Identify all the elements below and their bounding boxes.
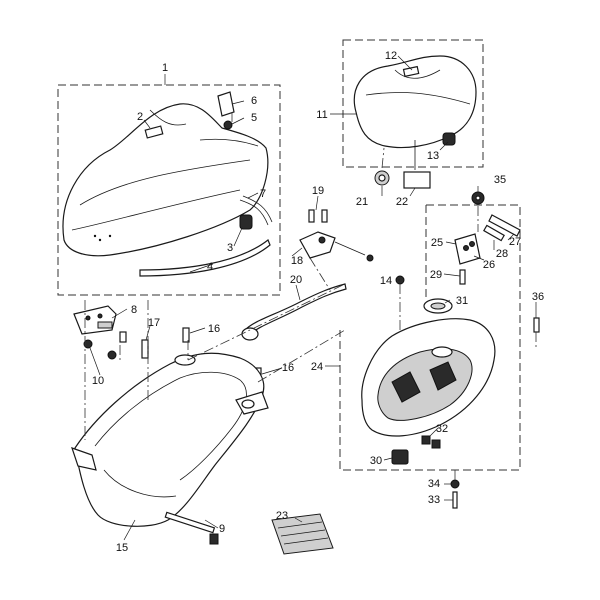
callout-13: 13 — [427, 150, 439, 162]
seat-alt-plate-22 — [403, 140, 431, 189]
bolts-19 — [308, 209, 328, 223]
storage-box-24 — [361, 318, 496, 437]
callout-17: 17 — [148, 317, 160, 329]
callout-5: 5 — [251, 112, 257, 124]
seat-alt-grommet-21 — [374, 170, 390, 186]
callout-2: 2 — [137, 111, 143, 123]
callout-4: 4 — [207, 261, 213, 273]
callout-28: 28 — [496, 248, 508, 260]
grommet-31 — [423, 298, 453, 314]
callout-34: 34 — [428, 478, 440, 490]
screw-33 — [452, 491, 458, 509]
callout-labels: 1 2 3 4 5 6 7 8 9 10 11 12 13 14 15 16 1… — [92, 50, 544, 554]
clip-32 — [421, 435, 441, 449]
seat-trim-strip-4 — [139, 239, 271, 277]
callout-32: 32 — [436, 423, 448, 435]
bolt-17 — [119, 331, 149, 359]
seat-main — [62, 103, 269, 257]
leader-lines — [89, 55, 537, 541]
callout-10: 10 — [92, 375, 104, 387]
spring-27 — [488, 214, 521, 237]
alt-seat-group-box — [342, 39, 484, 168]
callout-27: 27 — [509, 236, 521, 248]
callout-9: 9 — [219, 523, 225, 535]
callout-1: 1 — [162, 62, 168, 74]
seat-bumper-3 — [239, 214, 253, 230]
callout-16-lower: 16 — [282, 362, 294, 374]
callout-36: 36 — [532, 291, 544, 303]
callout-35: 35 — [494, 174, 506, 186]
callout-14: 14 — [380, 275, 392, 287]
bolt-9 — [164, 511, 219, 545]
latch-assembly-25-26 — [454, 233, 481, 265]
seat-lock-18 — [299, 231, 374, 262]
callout-20: 20 — [290, 274, 302, 286]
seat-assembly-group-box — [57, 84, 281, 296]
callout-12: 12 — [385, 50, 397, 62]
screw-29 — [459, 269, 466, 285]
callout-15: 15 — [116, 542, 128, 554]
pin-28 — [483, 224, 505, 242]
callout-30: 30 — [370, 455, 382, 467]
seat-hinge-bracket — [217, 91, 235, 130]
cable-20 — [241, 283, 347, 341]
callout-11: 11 — [316, 109, 327, 121]
seat-cable-7 — [239, 195, 273, 226]
callout-23: 23 — [276, 510, 288, 522]
manual-card-23 — [271, 513, 334, 555]
screw-36 — [533, 317, 540, 333]
callout-26: 26 — [483, 259, 495, 271]
underseat-tub-15 — [71, 352, 269, 527]
screw-34 — [450, 479, 460, 489]
callout-24: 24 — [311, 361, 323, 373]
alignment-lines — [84, 112, 537, 480]
bracket-8 — [73, 305, 117, 335]
latch-30 — [391, 449, 409, 465]
callout-16-upper: 16 — [208, 323, 220, 335]
callout-22: 22 — [396, 196, 408, 208]
nut-35 — [471, 191, 485, 205]
seat-alt-bumper-13 — [442, 132, 456, 146]
callout-19: 19 — [312, 185, 324, 197]
callout-31: 31 — [456, 295, 468, 307]
callout-8: 8 — [131, 304, 137, 316]
callout-18: 18 — [291, 255, 303, 267]
callout-6: 6 — [251, 95, 257, 107]
seat-alternate — [353, 55, 477, 149]
storage-box-group-box — [339, 204, 521, 471]
callout-29: 29 — [430, 269, 442, 281]
callout-3: 3 — [227, 242, 233, 254]
nut-10 — [83, 339, 117, 360]
callout-7: 7 — [260, 188, 266, 200]
callout-21: 21 — [356, 196, 368, 208]
callout-25: 25 — [431, 237, 443, 249]
callout-33: 33 — [428, 494, 440, 506]
